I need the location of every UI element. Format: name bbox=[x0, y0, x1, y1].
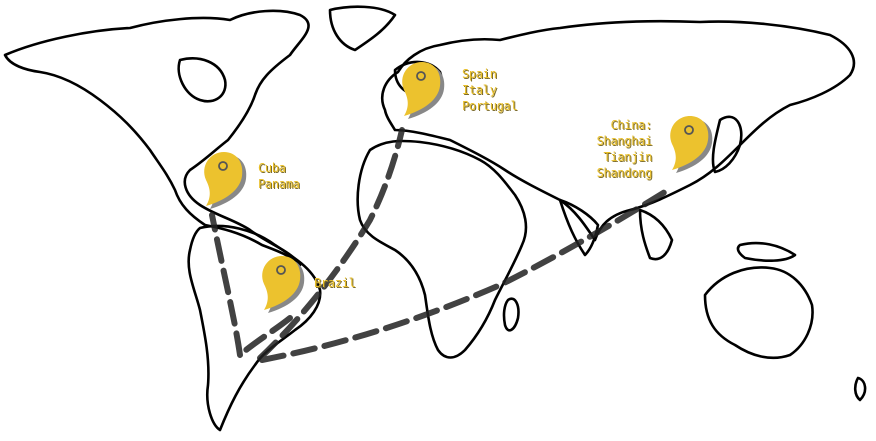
new-zealand-outline bbox=[853, 376, 867, 402]
south-america-outline bbox=[187, 224, 322, 432]
label-china: China: bbox=[610, 118, 652, 132]
label-europe: Spain Italy Portugal bbox=[462, 66, 518, 114]
label-shanghai: Shanghai bbox=[596, 134, 653, 148]
label-panama: Panama bbox=[258, 177, 300, 191]
india-outline bbox=[558, 198, 600, 257]
new-guinea-outline bbox=[736, 241, 797, 262]
label-shandong: Shandong bbox=[596, 166, 653, 180]
greenland-outline bbox=[328, 5, 397, 52]
map-pin-icon bbox=[402, 62, 445, 119]
label-tianjin: Tianjin bbox=[603, 150, 653, 164]
route-brazil-to-cuba bbox=[209, 212, 243, 358]
hudson-bay-outline bbox=[177, 57, 227, 103]
label-italy: Italy bbox=[462, 83, 497, 97]
label-china-group: China: Shanghai Tianjin Shandong bbox=[590, 117, 653, 181]
label-brazil: Brazil bbox=[314, 276, 356, 290]
map-pin-icon bbox=[670, 116, 713, 173]
label-americas: Cuba Panama bbox=[258, 160, 300, 192]
europe-outline bbox=[380, 19, 856, 242]
australia-outline bbox=[703, 266, 814, 360]
route-brazil-pin-to-south bbox=[237, 315, 293, 358]
pin-china[interactable] bbox=[664, 112, 714, 174]
japan-outline bbox=[711, 115, 743, 174]
madagascar-outline bbox=[502, 297, 520, 332]
map-pin-icon bbox=[262, 256, 305, 313]
label-cuba: Cuba bbox=[258, 161, 286, 175]
africa-outline bbox=[356, 139, 528, 359]
label-brazil-group: Brazil bbox=[314, 275, 356, 291]
route-south-america-to-europe bbox=[257, 127, 405, 361]
label-portugal: Portugal bbox=[462, 99, 518, 113]
southeast-asia-outline bbox=[638, 208, 674, 261]
pin-europe[interactable] bbox=[396, 58, 446, 120]
label-spain: Spain bbox=[462, 67, 497, 81]
north-america-outline bbox=[3, 9, 310, 267]
pin-americas[interactable] bbox=[198, 148, 248, 210]
map-pin-icon bbox=[204, 152, 247, 209]
route-south-america-to-china bbox=[259, 187, 671, 363]
pin-brazil[interactable] bbox=[256, 252, 306, 314]
